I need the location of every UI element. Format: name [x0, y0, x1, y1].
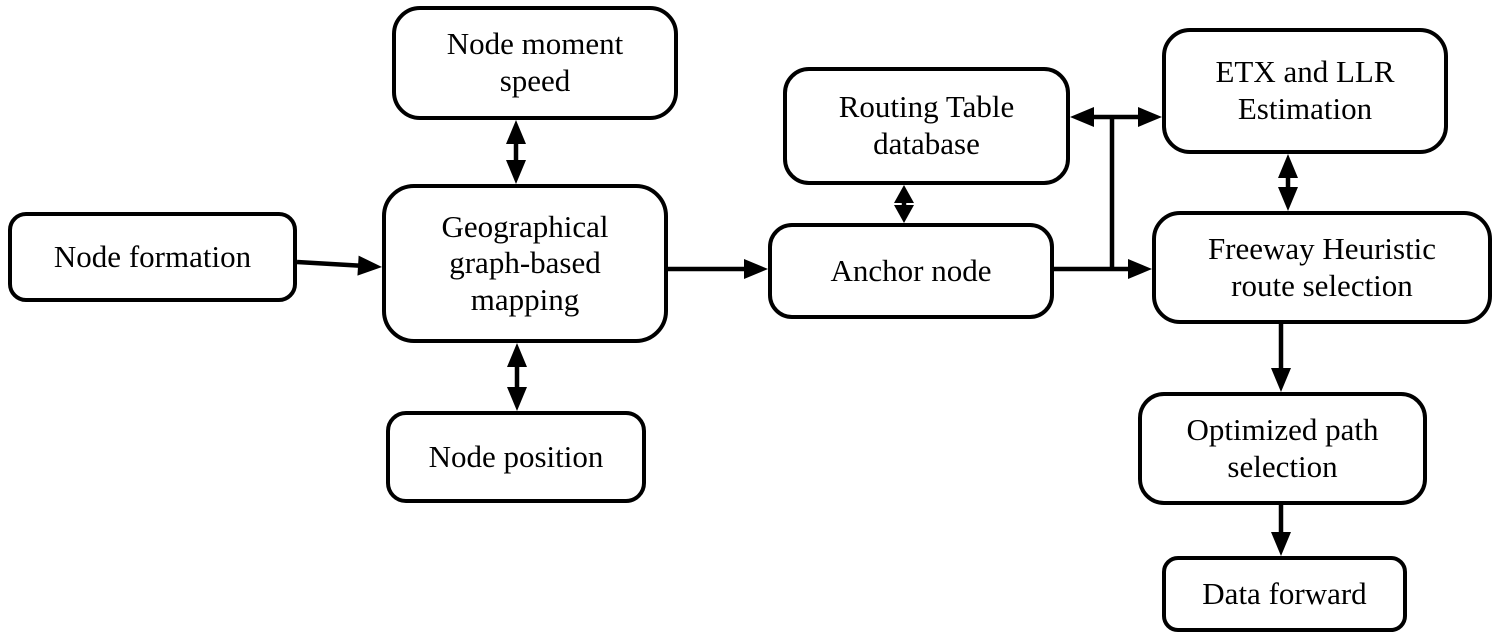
arrowhead	[1128, 259, 1152, 279]
node-routing-table-database: Routing Table database	[783, 67, 1070, 185]
node-node-position: Node position	[386, 411, 646, 503]
arrowhead	[507, 387, 527, 411]
edge-routing-anchor	[894, 185, 914, 223]
anchor-node-label: Anchor node	[830, 252, 992, 288]
node-optimized-path-selection: Optimized path selection	[1138, 392, 1427, 505]
node-anchor-node: Anchor node	[768, 223, 1054, 319]
freeway-heuristic-route-label: Freeway Heuristic route selection	[1207, 230, 1437, 303]
edge-etx-freeway	[1278, 154, 1298, 211]
edge-mapping-to-anchor	[668, 259, 768, 279]
arrowhead	[1271, 368, 1291, 392]
edge-anchor-to-freeway	[1054, 259, 1152, 279]
node-moment-speed-label: Node moment speed	[446, 26, 624, 98]
geographical-mapping-label: Geographical graph-based mapping	[441, 208, 609, 317]
node-freeway-heuristic-route: Freeway Heuristic route selection	[1152, 211, 1492, 324]
arrowhead	[1138, 107, 1162, 127]
edge-momentspeed-mapping	[506, 120, 526, 184]
edge-mapping-position	[507, 343, 527, 411]
arrowhead	[894, 185, 914, 203]
edge-line	[296, 259, 362, 269]
node-geographical-mapping: Geographical graph-based mapping	[382, 184, 668, 343]
data-forward-label: Data forward	[1202, 575, 1367, 611]
edge-optimized-to-dataforward	[1271, 505, 1291, 556]
node-position-label: Node position	[428, 438, 604, 474]
arrowhead	[357, 255, 382, 276]
edge-routing-etx	[1070, 107, 1162, 127]
arrowhead	[1070, 107, 1094, 127]
arrowhead	[744, 259, 768, 279]
etx-llr-estimation-label: ETX and LLR Estimation	[1215, 54, 1395, 126]
edge-formation-to-mapping	[296, 255, 382, 276]
arrowhead	[1278, 187, 1298, 211]
arrowhead	[894, 205, 914, 223]
routing-table-database-label: Routing Table database	[838, 89, 1015, 161]
arrowhead	[507, 343, 527, 367]
node-etx-llr-estimation: ETX and LLR Estimation	[1162, 28, 1448, 154]
arrowhead	[1278, 154, 1298, 178]
arrowhead	[506, 160, 526, 184]
node-formation-label: Node formation	[53, 238, 252, 274]
edge-freeway-to-optimized	[1271, 324, 1291, 392]
node-node-formation: Node formation	[8, 212, 297, 302]
node-data-forward: Data forward	[1162, 556, 1407, 632]
arrowhead	[1271, 532, 1291, 556]
node-node-moment-speed: Node moment speed	[392, 6, 678, 120]
optimized-path-selection-label: Optimized path selection	[1186, 411, 1379, 484]
arrowhead	[506, 120, 526, 144]
